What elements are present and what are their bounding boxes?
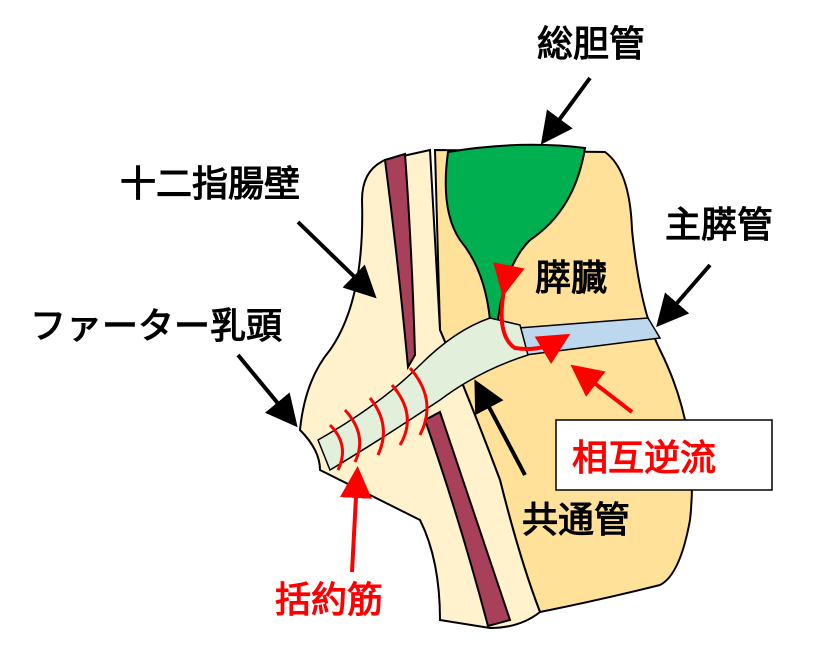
arrow-common-channel <box>474 379 527 476</box>
label-common-channel: 共通管 <box>522 500 630 541</box>
arrow-papilla <box>236 353 298 428</box>
arrow-duodenal-wall <box>296 220 377 299</box>
arrow-mpd <box>656 263 712 328</box>
muscle-band-lower <box>423 410 512 628</box>
reflux-label-box <box>555 419 773 491</box>
label-duodenal-wall: 十二指腸壁 <box>120 164 300 205</box>
arrow-cbd <box>540 76 592 145</box>
common-channel-shape <box>317 317 529 472</box>
muscle-band-upper <box>383 152 417 371</box>
arrow-sphincter <box>339 466 372 573</box>
label-pancreas: 膵臓 <box>535 258 607 299</box>
arrow-reflux-label <box>570 364 634 414</box>
reflux-arrow <box>493 262 571 365</box>
label-sphincter: 括約筋 <box>275 580 383 621</box>
label-papilla-of-vater: ファーター乳頭 <box>30 306 283 347</box>
label-reflux: 相互逆流 <box>572 438 716 479</box>
label-main-pancreatic-duct: 主膵管 <box>665 205 773 246</box>
label-common-bile-duct: 総胆管 <box>537 24 645 65</box>
sphincter-arcs <box>328 367 429 471</box>
